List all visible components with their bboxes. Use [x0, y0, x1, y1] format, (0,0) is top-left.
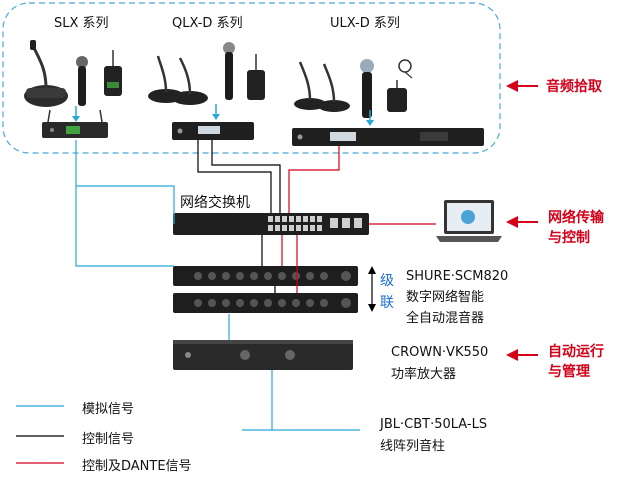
network-control-label: 网络传输 与控制 — [548, 208, 604, 248]
scm820-mixer-2-icon — [173, 293, 358, 313]
wireless-group-boundary — [2, 2, 501, 154]
ulxd-bodypack-icon — [387, 80, 407, 112]
scm820-mixer-1-icon — [173, 266, 358, 286]
amplifier-model: CROWN·VK550 — [391, 345, 489, 360]
amplifier-description: CROWN·VK550 功率放大器 — [391, 342, 488, 386]
cascade-label-1: 级 — [380, 273, 394, 289]
slx-handheld-mic-icon — [76, 56, 88, 106]
qlxd-gooseneck-mics-icon — [148, 55, 208, 105]
network-switch-icon — [173, 213, 369, 235]
ulxd-gooseneck-mics-icon — [294, 61, 350, 112]
speaker-type: 线阵列音柱 — [380, 439, 446, 454]
speaker-model: JBL·CBT·50LA-LS — [380, 417, 488, 432]
dante-signal-lines — [281, 146, 436, 293]
laptop-icon — [436, 200, 502, 242]
ulxd-series-title: ULX-D 系列 — [330, 16, 400, 31]
qlxd-receiver-icon — [172, 122, 254, 140]
qlxd-handheld-mic-icon — [223, 42, 235, 100]
analog-signal-lines — [75, 140, 360, 431]
speaker-description: JBL·CBT·50LA-LS 线阵列音柱 — [380, 414, 487, 458]
auto-management-label: 自动运行 与管理 — [548, 342, 604, 382]
auto-management-line2: 与管理 — [548, 364, 590, 380]
ulxd-headset-mic-icon — [398, 59, 413, 79]
switch-label: 网络交换机 — [180, 195, 250, 211]
down-arrows — [72, 104, 374, 126]
control-signal-lines — [197, 140, 281, 293]
qlxd-series-title: QLX-D 系列 — [172, 16, 243, 31]
crown-amplifier-icon — [173, 340, 353, 370]
slx-receiver-icon — [42, 109, 108, 138]
mixer-desc-line2: 数字网络智能 — [406, 290, 485, 305]
legend-swatches — [16, 405, 64, 464]
red-side-arrows — [506, 80, 538, 361]
ulxd-handheld-mic-icon — [360, 59, 374, 118]
auto-management-line1: 自动运行 — [548, 344, 604, 360]
network-control-line2: 与控制 — [548, 230, 590, 246]
audio-pickup-label: 音频拾取 — [546, 79, 602, 95]
slx-series-title: SLX 系列 — [54, 16, 109, 31]
legend-control-label: 控制信号 — [82, 432, 135, 447]
mixer-desc-line3: 全自动混音器 — [406, 311, 485, 326]
cascade-label-2: 联 — [380, 295, 394, 311]
mixer-model: SHURE·SCM820 — [406, 269, 509, 284]
slx-gooseneck-mic-icon — [24, 40, 68, 107]
legend-dante-label: 控制及DANTE信号 — [82, 459, 192, 474]
qlxd-bodypack-icon — [247, 54, 265, 100]
cascade-arrow-icon — [368, 266, 376, 312]
network-control-line1: 网络传输 — [548, 210, 604, 226]
amplifier-type: 功率放大器 — [391, 367, 457, 382]
ulxd-receiver-icon — [292, 128, 484, 146]
mixer-description: SHURE·SCM820 数字网络智能 全自动混音器 — [406, 266, 508, 329]
legend-analog-label: 模拟信号 — [82, 402, 135, 417]
slx-bodypack-icon — [104, 50, 122, 96]
